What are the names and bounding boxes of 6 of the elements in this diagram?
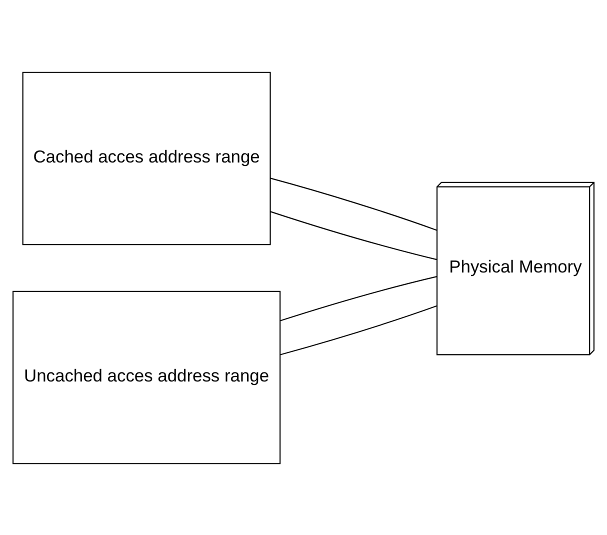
connector (280, 276, 437, 321)
node-box: Uncached acces address range (12, 290, 281, 464)
connector (270, 210, 437, 260)
connector (280, 304, 438, 355)
node-box: Cached acces address range (22, 71, 271, 245)
connector (270, 177, 437, 230)
